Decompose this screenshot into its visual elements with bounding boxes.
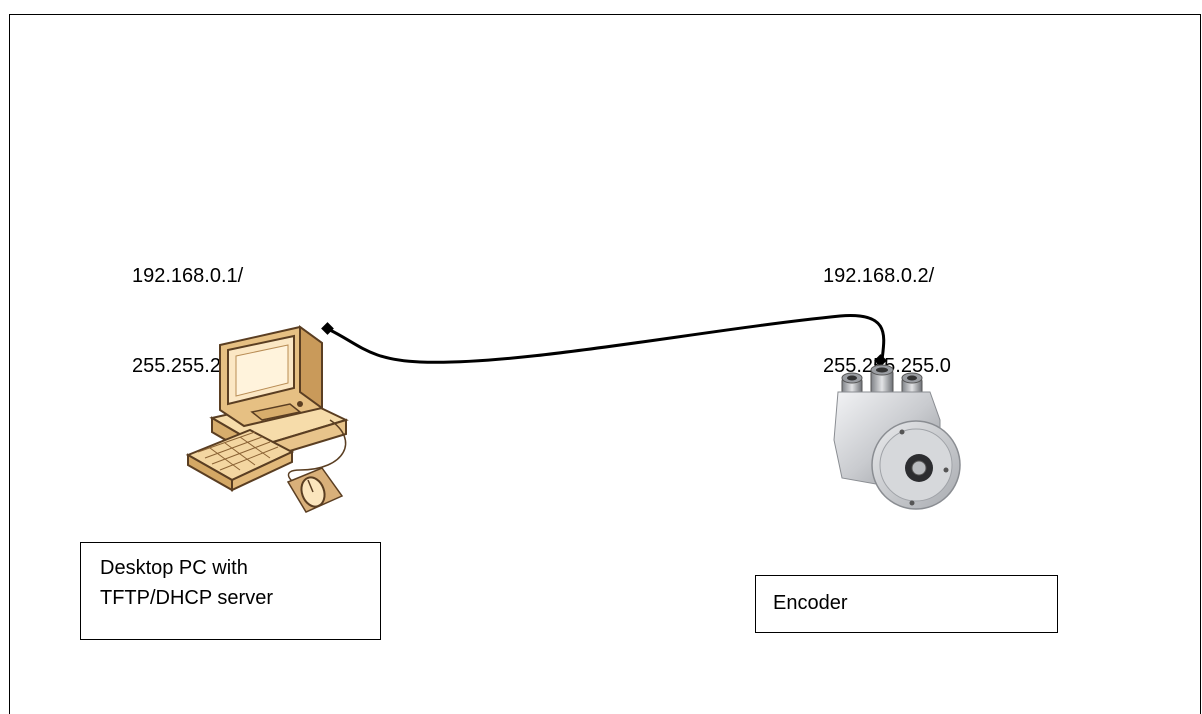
encoder-label: Encoder (773, 592, 848, 614)
network-cable (321, 314, 887, 367)
pc-label-line2: TFTP/DHCP server (100, 587, 273, 609)
diagram-artwork (185, 314, 961, 513)
encoder-label-box: Encoder (755, 575, 1058, 633)
encoder-ip-address: 192.168.0.2/ (823, 265, 935, 287)
diagram-frame (9, 14, 1201, 714)
cable-connector-pc (321, 322, 334, 335)
rotary-encoder-icon (833, 364, 961, 510)
desktop-computer-icon (185, 325, 349, 513)
pc-label-box: Desktop PC with TFTP/DHCP server (80, 542, 381, 640)
pc-ip-address: 192.168.0.1/ (132, 265, 244, 287)
pc-label-line1: Desktop PC with (100, 557, 248, 579)
